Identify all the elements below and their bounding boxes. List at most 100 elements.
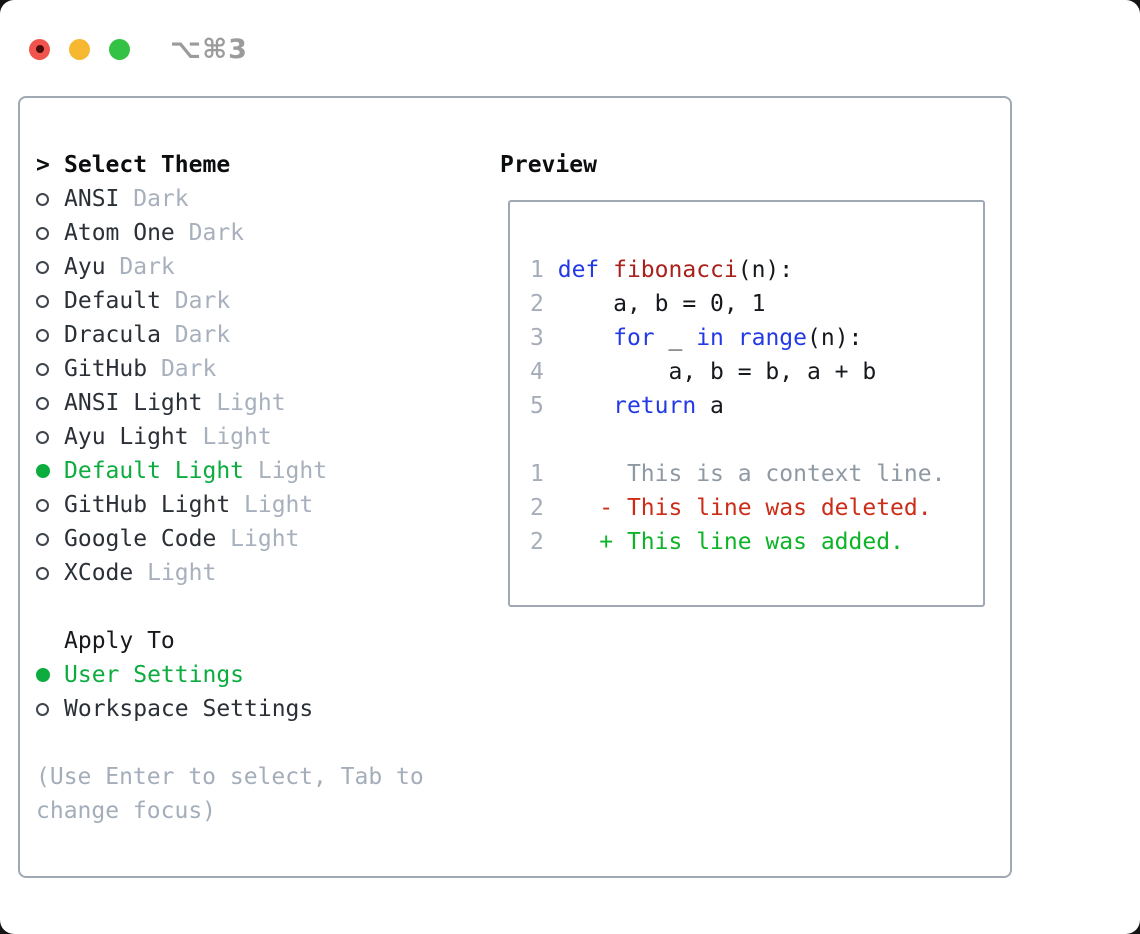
radio-icon [36,192,49,206]
apply-option-label: User Settings [64,662,245,688]
window-title: ⌥⌘3 [170,33,248,65]
code-line: 1 This is a context line. [530,457,983,491]
code-token: (n): [737,257,794,283]
radio-icon [36,566,49,580]
code-line: 2 a, b = 0, 1 [530,287,983,321]
code-token: in [696,325,724,351]
code-token: def [557,257,614,283]
line-number: 2 [530,291,544,317]
apply-option-label: Workspace Settings [64,696,314,722]
code-token: - This line was deleted. [557,495,932,521]
apply-to-header-row: Apply To [36,624,468,658]
code-line: 5 return a [530,389,983,423]
close-button[interactable] [29,38,50,60]
line-number: 2 [530,529,544,555]
radio-marker [36,498,64,512]
radio-marker [36,226,64,240]
radio-icon [36,328,49,342]
theme-name: XCode [64,560,134,586]
radio-marker [36,702,64,716]
line-number: 1 [530,461,544,487]
line-number: 4 [530,359,544,385]
radio-marker [36,668,64,682]
code-line: 3 for _ in range(n): [530,321,983,355]
theme-variant-tag: Light [147,560,217,586]
theme-name: Default [64,288,161,314]
theme-variant-tag: Light [257,458,328,484]
theme-variant-tag: Dark [174,288,231,314]
theme-variant-tag: Light [244,492,314,518]
code-token: _ [654,325,697,351]
radio-marker [36,362,64,376]
radio-icon [36,226,49,240]
theme-variant-tag: Light [230,526,300,552]
preview-column: Preview 1 def fibonacci(n):2 a, b = 0, 1… [500,148,985,607]
spacer [36,590,468,624]
theme-name: Ayu [64,254,106,280]
code-line: 2 + This line was added. [530,525,983,559]
apply-option-workspace-settings[interactable]: Workspace Settings [36,692,468,726]
code-token: This is a context line. [557,461,946,487]
preview-header: Preview [500,152,597,178]
code-token: a [696,393,724,419]
radio-marker [36,396,64,410]
theme-name: GitHub [64,356,148,382]
radio-marker [36,430,64,444]
select-theme-header-row: > Select Theme [36,148,468,182]
radio-icon [36,362,49,376]
radio-icon [36,702,49,716]
theme-item-github[interactable]: GitHub Dark [36,352,468,386]
code-token: fibonacci [613,257,738,283]
window-titlebar: ⌥⌘3 [0,0,1140,70]
code-line: 4 a, b = b, a + b [530,355,983,389]
code-token: (n): [807,325,863,351]
code-gap [530,423,983,457]
theme-variant-tag: Light [216,390,286,416]
theme-name: Ayu Light [64,424,189,450]
theme-item-default[interactable]: Default Dark [36,284,468,318]
code-token: range [737,325,808,351]
radio-icon [36,260,49,274]
radio-marker [36,192,64,206]
theme-item-github-light[interactable]: GitHub Light Light [36,488,468,522]
radio-marker [36,464,64,478]
radio-icon [36,498,49,512]
theme-name: Default Light [64,458,245,484]
theme-item-default-light[interactable]: Default Light Light [36,454,468,488]
apply-to-header: Apply To [64,628,175,654]
select-theme-header: Select Theme [64,152,231,178]
code-token: return [613,393,697,419]
theme-variant-tag: Dark [160,356,217,382]
theme-item-xcode[interactable]: XCode Light [36,556,468,590]
line-number: 1 [530,257,544,283]
code-token [558,393,613,419]
zoom-button[interactable] [109,38,130,60]
theme-name: Dracula [64,322,161,348]
radio-marker [36,328,64,342]
cursor-indicator: > [36,152,50,178]
code-token: + This line was added. [557,529,904,555]
theme-name: Atom One [64,220,175,246]
radio-selected-icon [36,668,50,682]
radio-marker [36,260,64,274]
close-button-dot-icon [35,45,44,53]
code-line: 2 - This line was deleted. [530,491,983,525]
theme-name: GitHub Light [64,492,231,518]
diff-block: 1 This is a context line.2 - This line w… [530,457,983,559]
code-token: a, b = 0, 1 [557,291,766,317]
apply-option-user-settings[interactable]: User Settings [36,658,468,692]
minimize-button[interactable] [69,38,90,60]
